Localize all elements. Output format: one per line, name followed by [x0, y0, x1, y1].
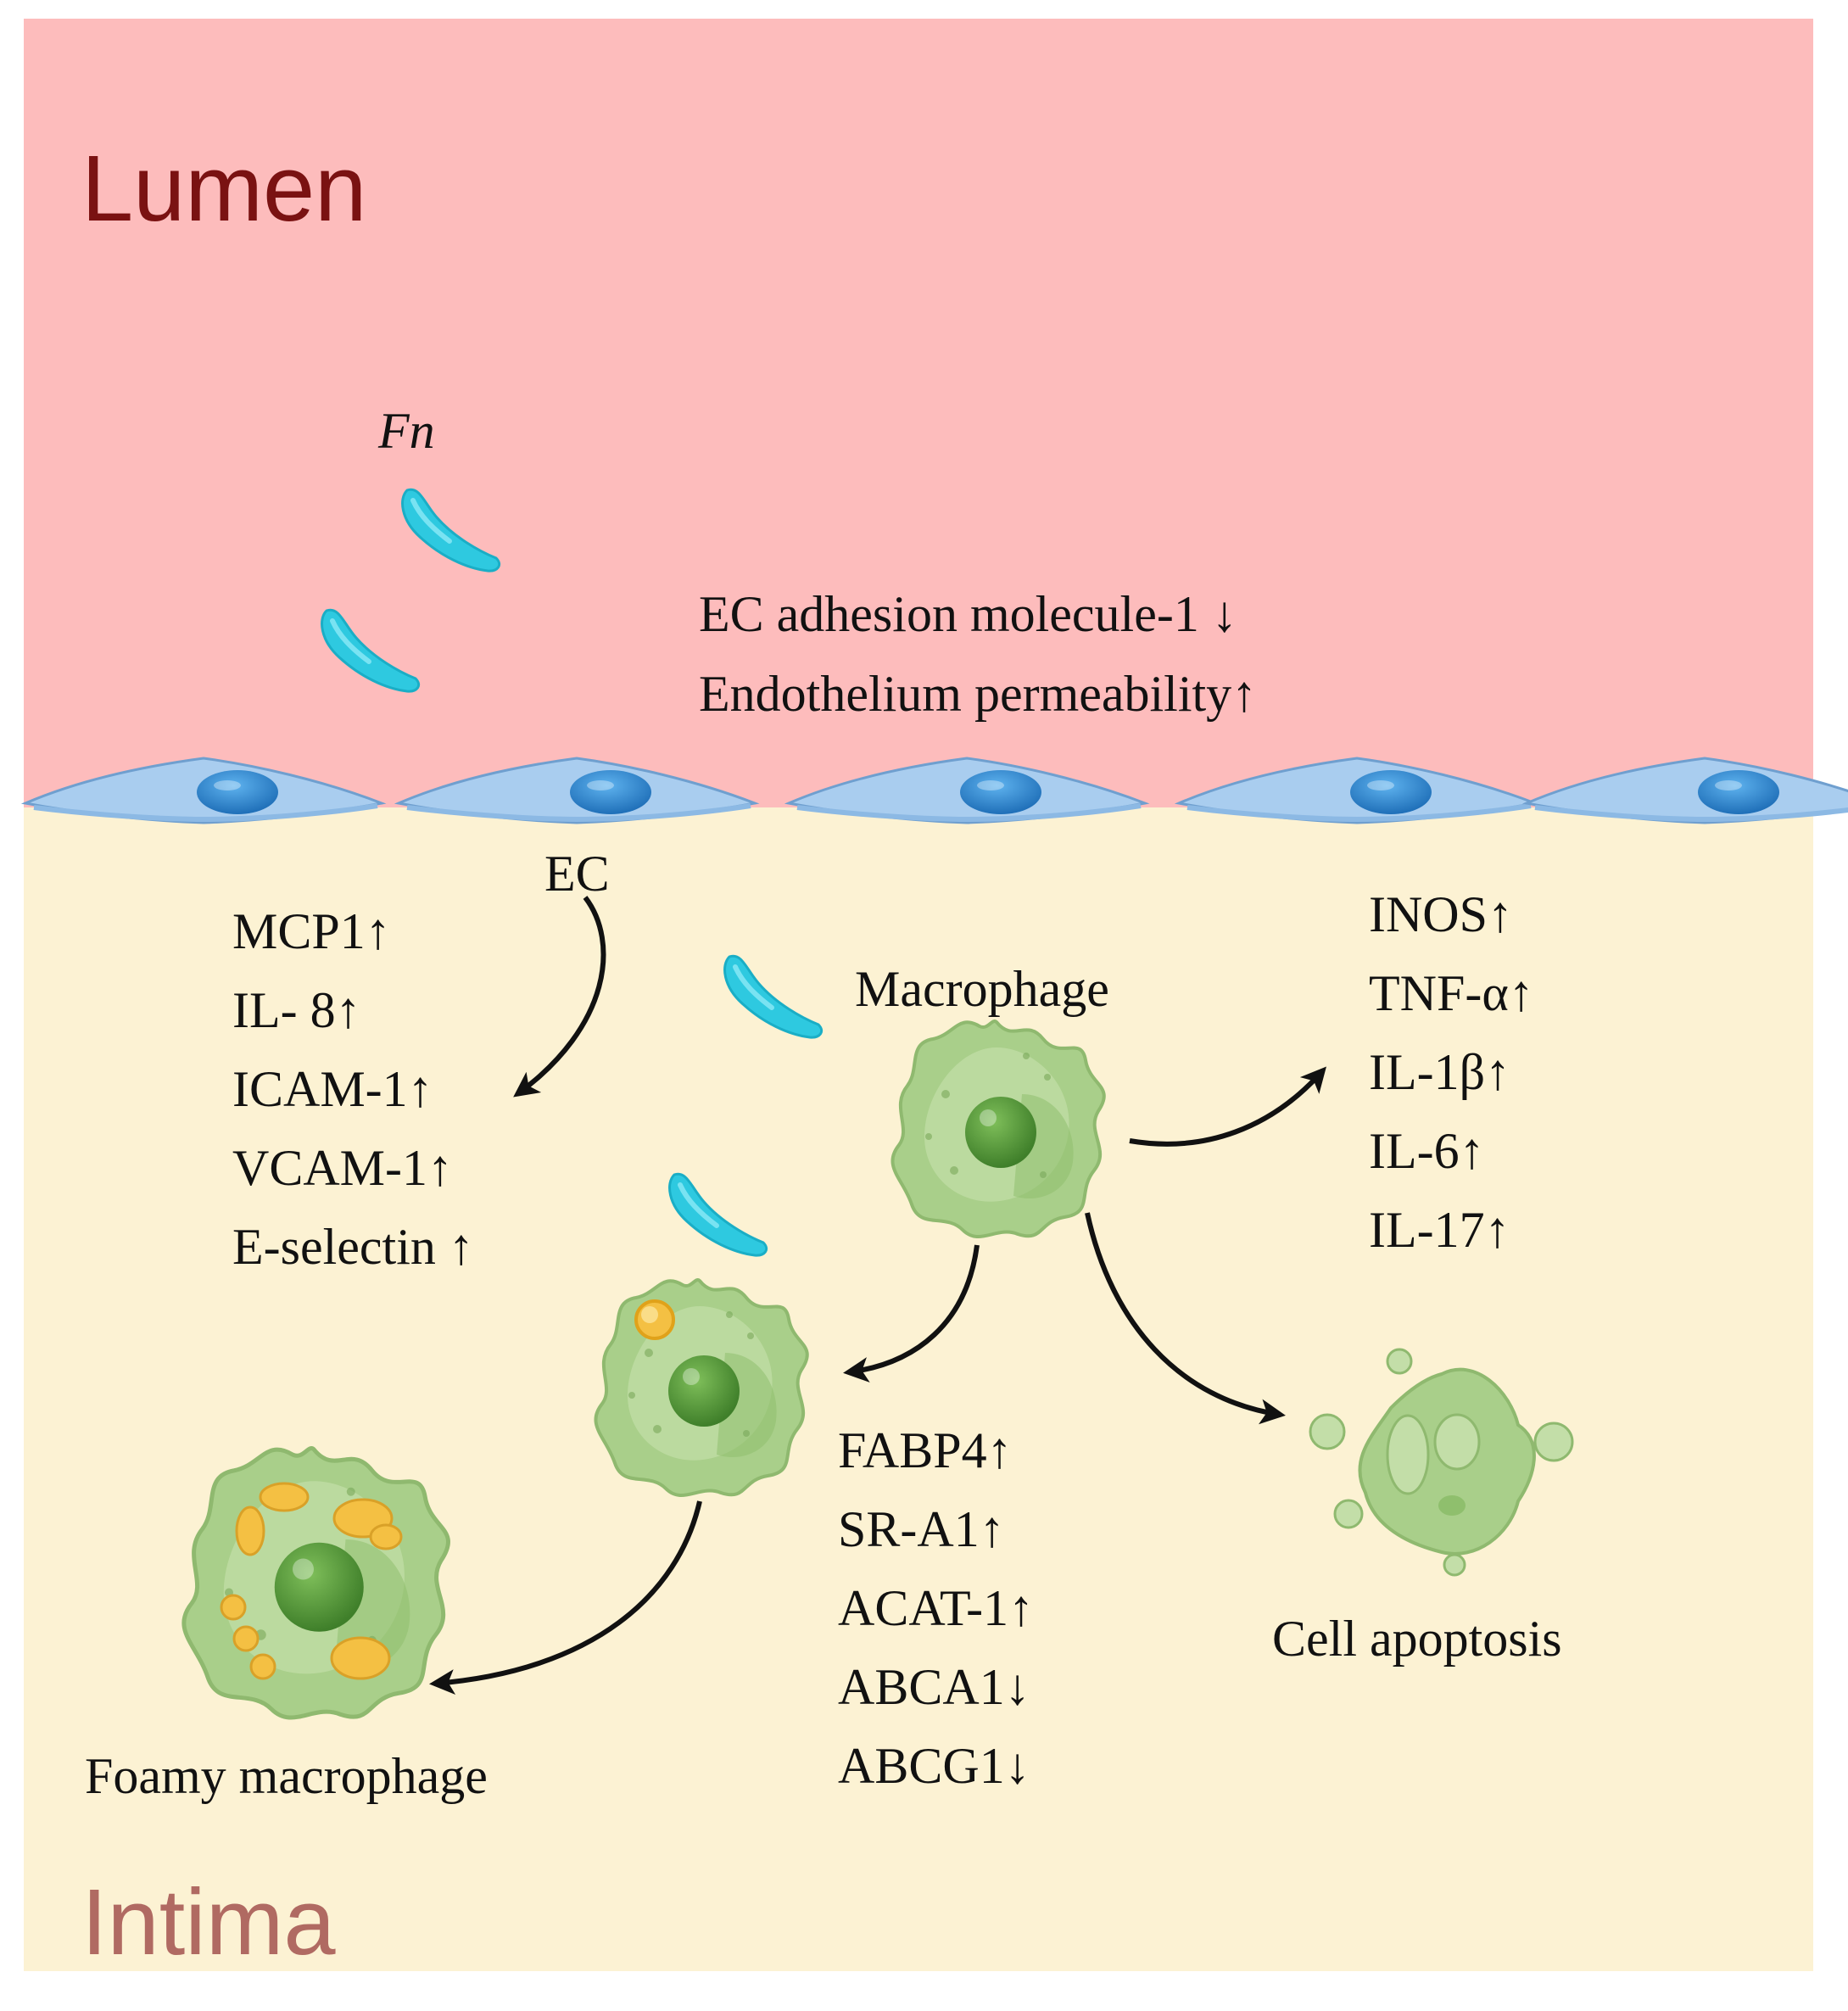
- inflammatory-marker: IL-1β↑: [1369, 1044, 1511, 1100]
- ec-marker: ICAM-1↑: [232, 1061, 433, 1117]
- macrophage-to-apoptosis-arrow: [1085, 1212, 1286, 1425]
- macrophage-cell-icon: [891, 1019, 1106, 1239]
- ec-label: EC: [544, 846, 610, 902]
- lipid-marker: ABCA1↓: [838, 1659, 1030, 1715]
- lipid-marker: ABCG1↓: [838, 1738, 1030, 1794]
- inflammatory-marker-list: INOS↑ TNF-α↑ IL-1β↑ IL-6↑ IL-17↑: [1369, 889, 1534, 1283]
- lipid-marker-list: FABP4↑ SR-A1↑ ACAT-1↑ ABCA1↓ ABCG1↓: [838, 1425, 1034, 1819]
- inflammatory-marker: IL-6↑: [1369, 1123, 1485, 1179]
- macrophage-label: Macrophage: [855, 961, 1109, 1017]
- foamy-macrophage-label: Foamy macrophage: [85, 1748, 488, 1804]
- ec-marker-list: MCP1↑ IL- 8↑ ICAM-1↑ VCAM-1↑ E-selectin …: [232, 906, 474, 1300]
- to-foamy-macrophage-arrow: [429, 1500, 702, 1695]
- macrophage-to-inflammatory-arrow: [1129, 1066, 1326, 1147]
- inflammatory-marker: INOS↑: [1369, 886, 1514, 942]
- lipid-loaded-macrophage-icon: [594, 1277, 809, 1498]
- inflammatory-marker: TNF-α↑: [1369, 965, 1534, 1021]
- intima-region: [24, 807, 1813, 1971]
- ec-to-markers-arrow: [513, 896, 606, 1098]
- permeability-note: Endothelium permeability↑: [699, 666, 1258, 722]
- inflammatory-marker: IL-17↑: [1369, 1202, 1510, 1258]
- lipid-marker: FABP4↑: [838, 1422, 1013, 1478]
- lipid-marker: SR-A1↑: [838, 1501, 1005, 1557]
- fn-label: Fn: [378, 403, 435, 459]
- ec-marker: E-selectin ↑: [232, 1219, 474, 1275]
- apoptotic-cell-icon: [1309, 1348, 1574, 1577]
- lumen-region: [24, 19, 1813, 807]
- foamy-macrophage-icon: [184, 1448, 449, 1718]
- lipid-marker: ACAT-1↑: [838, 1580, 1035, 1636]
- ec-marker: MCP1↑: [232, 903, 391, 959]
- cell-apoptosis-label: Cell apoptosis: [1272, 1611, 1562, 1667]
- macrophage-to-lipid-markers-arrow: [843, 1244, 980, 1383]
- ec-marker: VCAM-1↑: [232, 1140, 454, 1196]
- ec-adhesion-note: EC adhesion molecule-1 ↓: [699, 586, 1237, 642]
- ec-marker: IL- 8↑: [232, 982, 361, 1038]
- intima-title: Intima: [81, 1870, 336, 1975]
- lumen-title: Lumen: [81, 137, 367, 241]
